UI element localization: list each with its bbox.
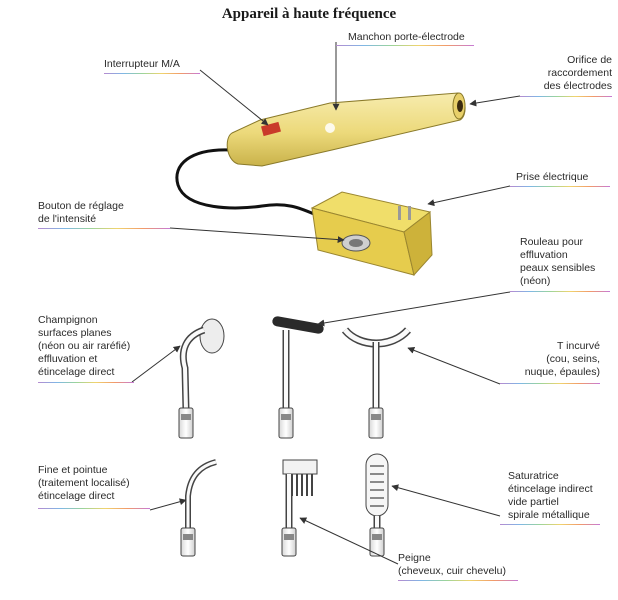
- label-t-incurve: T incurvé (cou, seins, nuque, épaules): [524, 340, 600, 378]
- label-rouleau: Rouleau pour effluvation peaux sensibles…: [520, 236, 596, 287]
- underline: [38, 228, 170, 229]
- transformer-box: [310, 191, 433, 277]
- underline: [500, 383, 600, 384]
- handpiece: [226, 92, 466, 167]
- underline: [398, 580, 518, 581]
- electrode-champignon: [178, 318, 225, 439]
- label-saturatrice: Saturatrice étincelage indirect vide par…: [508, 470, 593, 521]
- label-peigne: Peigne (cheveux, cuir chevelu): [398, 552, 506, 577]
- underline: [336, 45, 474, 46]
- label-prise: Prise électrique: [516, 171, 589, 183]
- electrode-t-incurve: [341, 327, 411, 439]
- diagram-title: Appareil à haute fréquence: [221, 6, 397, 22]
- label-fine: Fine et pointue (traitement localisé) ét…: [38, 464, 130, 502]
- label-manchon: Manchon porte-électrode: [348, 31, 465, 43]
- label-bouton: Bouton de réglage de l'intensité: [38, 200, 124, 225]
- underline: [38, 382, 134, 383]
- label-interrupteur: Interrupteur M/A: [104, 58, 180, 70]
- underline: [510, 186, 610, 187]
- label-champignon: Champignon surfaces planes (néon ou air …: [38, 314, 131, 378]
- electrode-peigne: [281, 459, 318, 557]
- underline: [510, 291, 610, 292]
- electrode-rouleau: [272, 316, 324, 439]
- underline: [520, 96, 612, 97]
- label-orifice: Orifice de raccordement des électrodes: [543, 54, 612, 92]
- underline: [38, 508, 150, 509]
- electrode-saturatrice: [365, 453, 389, 557]
- leader-lines: [131, 42, 521, 565]
- power-cable: [175, 148, 315, 216]
- underline: [104, 73, 200, 74]
- electrode-fine: [180, 459, 217, 557]
- underline: [500, 524, 600, 525]
